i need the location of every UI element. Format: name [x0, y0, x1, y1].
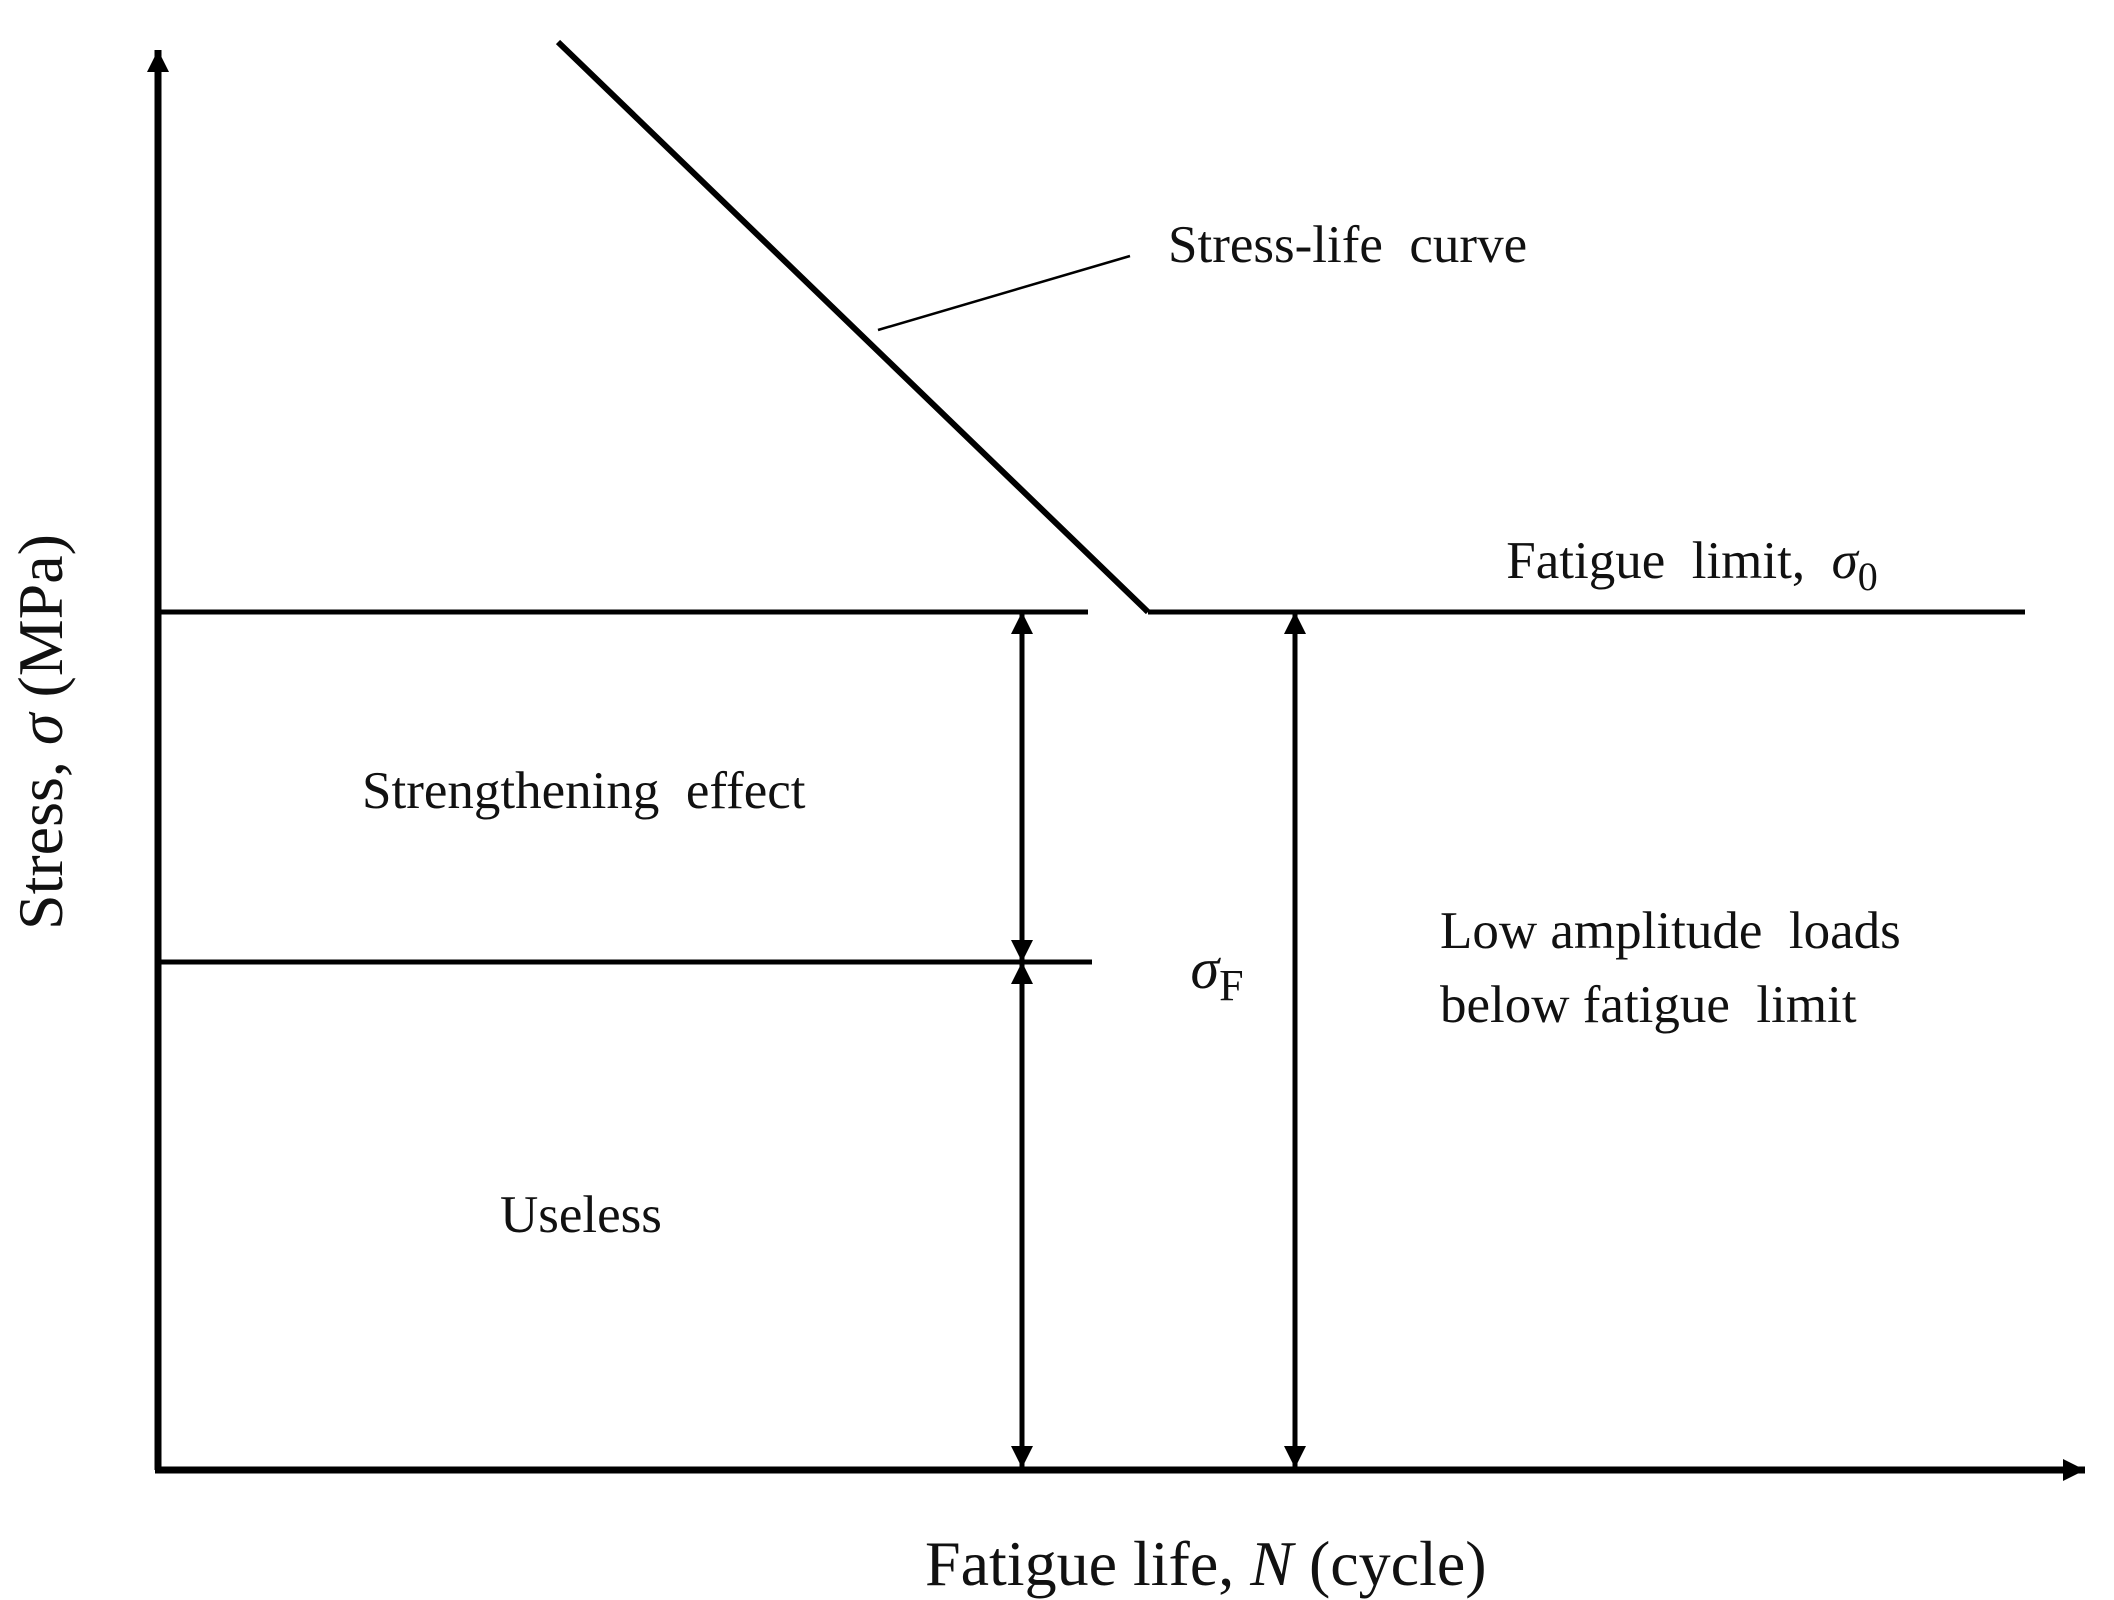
- fatigue-limit-symbol: σ: [1832, 532, 1860, 590]
- y-axis-label-symbol: σ: [5, 711, 76, 745]
- stress-life-curve: [555, 39, 1151, 615]
- sigma-f-subscript: F: [1219, 961, 1243, 1010]
- x-axis-label-symbol: N: [1249, 1528, 1296, 1599]
- fatigue-limit-label: Fatigue limit, σ0: [1440, 532, 1918, 602]
- sigma-f-label: σF: [1118, 936, 1287, 1013]
- sigma-f-symbol: σ: [1191, 936, 1222, 1001]
- low-amplitude-label-line1: Low amplitude loads: [1440, 902, 1901, 960]
- strengthening-label: Strengthening effect: [362, 762, 806, 820]
- curve-label-leader: [877, 254, 1131, 332]
- x-axis-label-prefix: Fatigue life,: [925, 1528, 1250, 1599]
- x-axis-label-suffix: (cycle): [1293, 1528, 1487, 1599]
- useless-label: Useless: [500, 1186, 662, 1244]
- fatigue-limit-subscript: 0: [1858, 554, 1878, 599]
- y-axis-label-prefix: Stress,: [5, 745, 76, 930]
- y-axis-label-suffix: (MPa): [5, 534, 76, 714]
- x-axis-label: Fatigue life, N (cycle): [845, 1528, 1535, 1599]
- y-axis-label: Stress, σ (MPa): [5, 486, 76, 1010]
- curve-label: Stress-life curve: [1168, 216, 1527, 274]
- fatigue-limit-text: Fatigue limit,: [1506, 532, 1831, 590]
- low-amplitude-label-line2: below fatigue limit: [1440, 976, 1857, 1034]
